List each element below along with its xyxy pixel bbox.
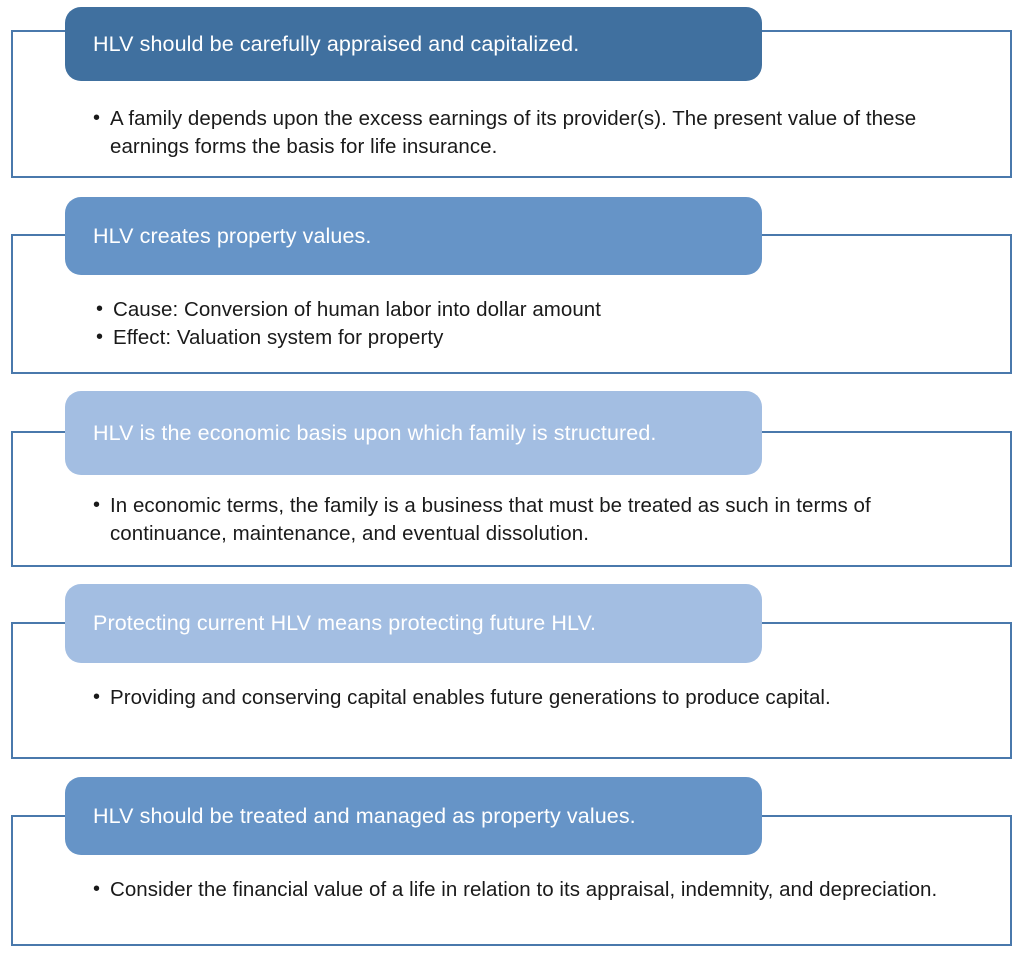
concept-heading-text: HLV is the economic basis upon which fam… [93, 420, 657, 445]
bullet-item: • Cause: Conversion of human labor into d… [96, 296, 941, 324]
concept-bullet-list: • In economic terms, the family is a busi… [0, 492, 1001, 549]
bullet-item: • Consider the financial value of a life … [93, 876, 941, 904]
bullet-dot-icon: • [93, 494, 101, 516]
bullet-text: A family depends upon the excess earning… [110, 107, 917, 159]
concept-bullet-list: • Providing and conserving capital enable… [0, 684, 1001, 712]
bullet-text: In economic terms, the family is a busin… [110, 494, 871, 546]
bullet-text: Effect: Valuation system for property [113, 326, 444, 350]
concept-heading-pill-protecting-current-future-hlv[interactable]: Protecting current HLV means protecting … [65, 584, 762, 663]
bullet-text: Cause: Conversion of human labor into do… [113, 298, 601, 321]
concept-heading-pill-hlv-treated-managed-property[interactable]: HLV should be treated and managed as pro… [65, 777, 762, 855]
concept-heading-text: HLV should be carefully appraised and ca… [93, 31, 580, 56]
bullet-text: Consider the financial value of a life i… [110, 878, 938, 901]
concept-heading-text: Protecting current HLV means protecting … [93, 611, 597, 636]
concept-bullet-list: • Cause: Conversion of human labor into d… [0, 296, 1001, 353]
bullet-dot-icon: • [93, 107, 101, 129]
concept-heading-pill-hlv-appraised-capitalized[interactable]: HLV should be carefully appraised and ca… [65, 7, 762, 81]
bullet-dot-icon: • [96, 326, 104, 349]
concept-bullet-list: • A family depends upon the excess earnin… [0, 105, 1001, 162]
bullet-text: Providing and conserving capital enables… [110, 686, 831, 709]
concept-heading-pill-hlv-economic-basis-family[interactable]: HLV is the economic basis upon which fam… [65, 391, 762, 475]
concept-heading-pill-hlv-creates-property-values[interactable]: HLV creates property values. [65, 197, 762, 275]
bullet-dot-icon: • [93, 878, 101, 900]
bullet-item: • Providing and conserving capital enable… [93, 684, 941, 712]
concept-heading-text: HLV creates property values. [93, 223, 372, 248]
bullet-item: • A family depends upon the excess earnin… [93, 105, 941, 162]
bullet-dot-icon: • [93, 686, 101, 708]
bullet-item: • Effect: Valuation system for property [96, 324, 941, 352]
concept-bullet-list: • Consider the financial value of a life … [0, 876, 1001, 904]
bullet-item: • In economic terms, the family is a busi… [93, 492, 941, 549]
concept-heading-text: HLV should be treated and managed as pro… [93, 803, 636, 828]
bullet-dot-icon: • [96, 298, 104, 320]
